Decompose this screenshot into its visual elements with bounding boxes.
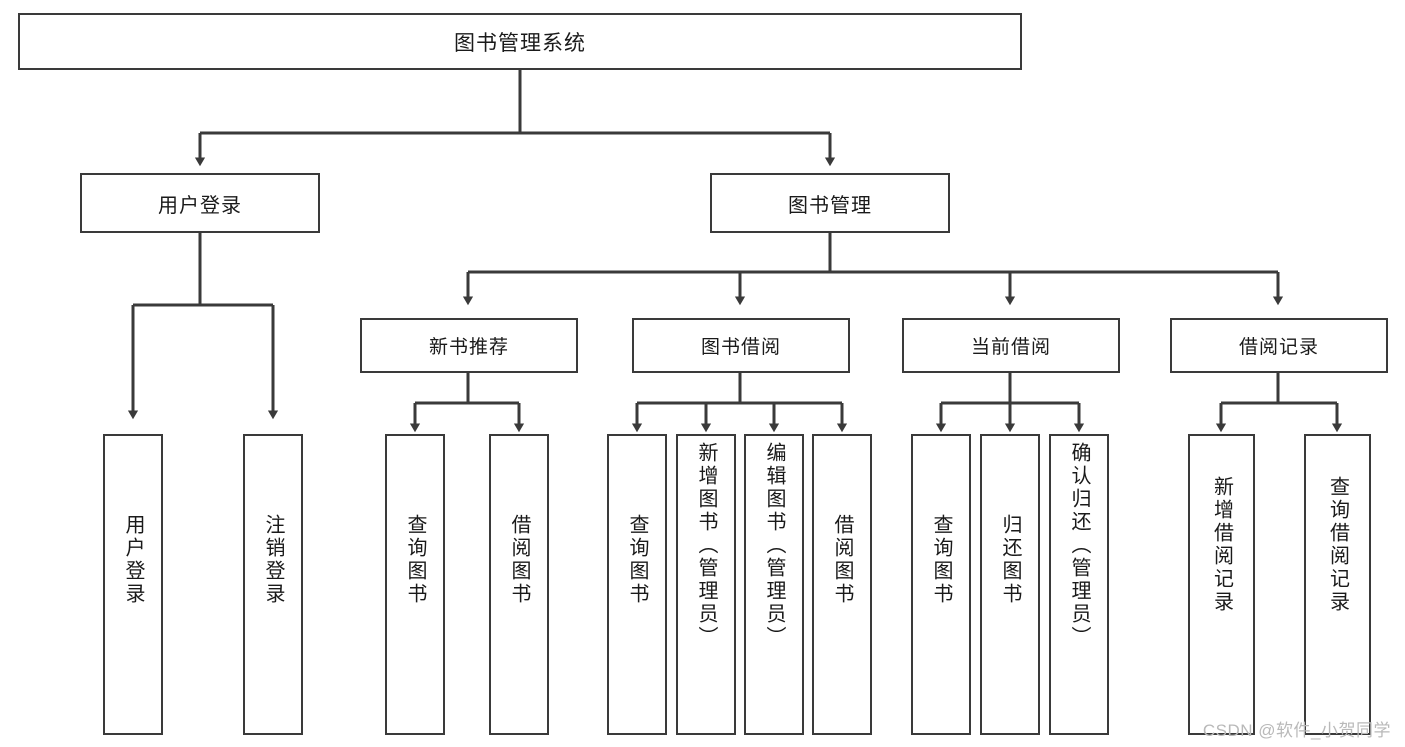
node-label: 确认归还（管理员）: [1068, 442, 1090, 649]
leaf-book-borrow-query[interactable]: 查询图书: [607, 434, 667, 735]
leaf-borrow-record-add[interactable]: 新增借阅记录: [1188, 434, 1255, 735]
node-new-book-recommend[interactable]: 新书推荐: [360, 318, 578, 373]
node-label: 新书推荐: [428, 337, 509, 358]
node-label: 注销登录: [262, 514, 284, 606]
leaf-book-borrow-borrow[interactable]: 借阅图书: [812, 434, 872, 735]
leaf-new-book-borrow[interactable]: 借阅图书: [489, 434, 549, 735]
node-label: 当前借阅: [970, 337, 1051, 358]
leaf-borrow-record-query[interactable]: 查询借阅记录: [1304, 434, 1371, 735]
node-label: 归还图书: [999, 514, 1021, 606]
leaf-user-login-login[interactable]: 用户登录: [103, 434, 163, 735]
node-label: 用户登录: [158, 194, 242, 217]
node-label: 新增图书（管理员）: [695, 442, 717, 649]
node-label: 查询图书: [404, 514, 426, 606]
node-label: 用户登录: [122, 514, 144, 606]
node-label: 图书管理系统: [454, 31, 586, 55]
leaf-current-borrow-confirm-return[interactable]: 确认归还（管理员）: [1049, 434, 1109, 735]
node-label: 查询借阅记录: [1326, 476, 1349, 614]
node-label: 借阅图书: [508, 514, 530, 606]
leaf-book-borrow-edit[interactable]: 编辑图书（管理员）: [744, 434, 804, 735]
node-book-borrow[interactable]: 图书借阅: [632, 318, 850, 373]
node-root-system[interactable]: 图书管理系统: [18, 13, 1022, 70]
leaf-current-borrow-query[interactable]: 查询图书: [911, 434, 971, 735]
leaf-current-borrow-return[interactable]: 归还图书: [980, 434, 1040, 735]
leaf-new-book-query[interactable]: 查询图书: [385, 434, 445, 735]
csdn-watermark: CSDN @软件_小贺同学: [1202, 721, 1391, 740]
node-label: 编辑图书（管理员）: [763, 442, 785, 649]
node-borrow-record[interactable]: 借阅记录: [1170, 318, 1388, 373]
node-label: 查询图书: [626, 514, 648, 606]
node-label: 借阅图书: [831, 514, 853, 606]
leaf-user-login-logout[interactable]: 注销登录: [243, 434, 303, 735]
node-current-borrow[interactable]: 当前借阅: [902, 318, 1120, 373]
node-label: 查询图书: [930, 514, 952, 606]
leaf-book-borrow-add[interactable]: 新增图书（管理员）: [676, 434, 736, 735]
node-label: 新增借阅记录: [1210, 476, 1233, 614]
node-label: 图书借阅: [700, 337, 781, 358]
node-book-management[interactable]: 图书管理: [710, 173, 950, 233]
node-label: 借阅记录: [1238, 337, 1319, 358]
node-label: 图书管理: [788, 194, 872, 217]
node-user-login[interactable]: 用户登录: [80, 173, 320, 233]
